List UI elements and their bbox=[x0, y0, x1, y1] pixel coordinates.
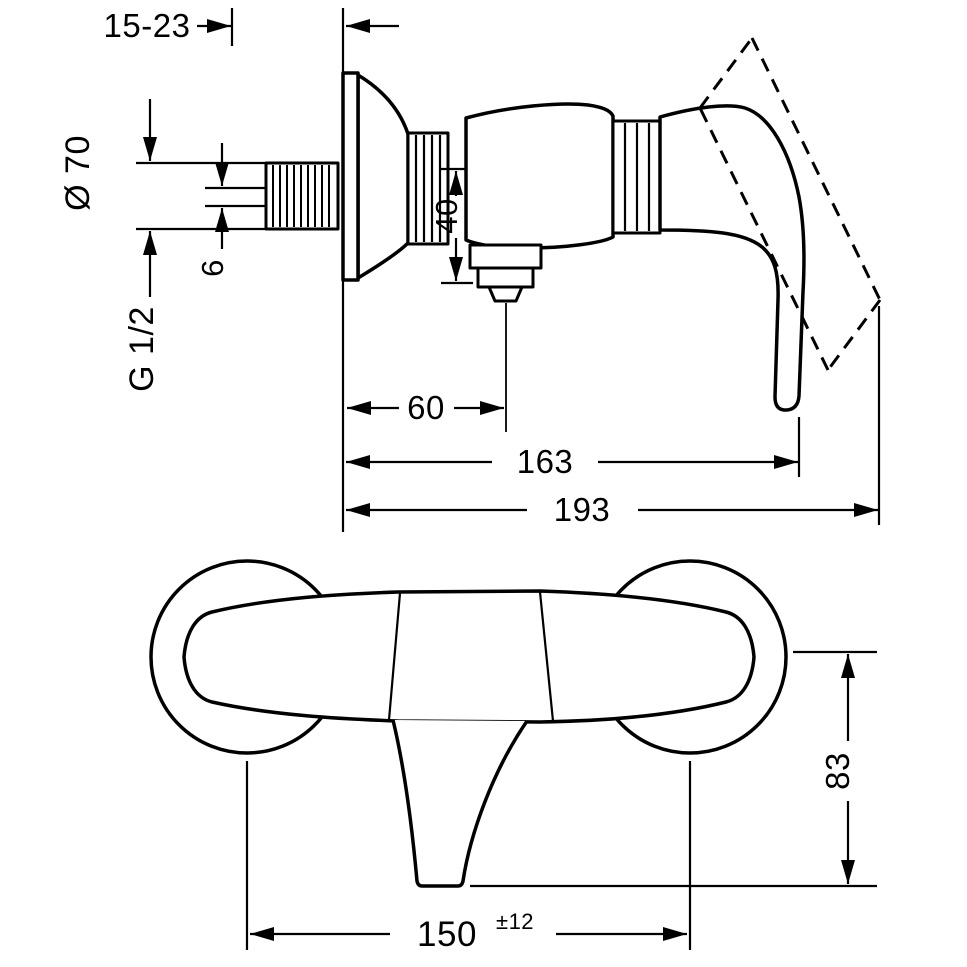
dim-outlet-depth-label: 60 bbox=[407, 389, 445, 426]
handle-collar bbox=[611, 119, 662, 235]
handle-collar-rings bbox=[623, 123, 651, 231]
dim-lever-drop-label: 83 bbox=[819, 752, 856, 790]
dim-wall-range-label: 15-23 bbox=[104, 7, 191, 44]
dim-centers-label: 150 bbox=[417, 915, 477, 954]
dim-diameter-label: Ø 70 bbox=[59, 135, 97, 211]
dim-lever-drop: 83 bbox=[470, 650, 877, 888]
dim-wall-range: 15-23 bbox=[104, 7, 399, 46]
dim-depth-total: 193 bbox=[346, 306, 881, 528]
mixer-body-front bbox=[182, 589, 756, 724]
dim-thread-depth-label: 6 bbox=[195, 259, 230, 277]
dim-depth-total-label: 193 bbox=[554, 491, 611, 528]
collar-ribs bbox=[414, 135, 442, 242]
dim-height: 40 bbox=[429, 167, 473, 285]
lever-handle-raised-dashed bbox=[698, 37, 882, 371]
escutcheon-side bbox=[341, 71, 410, 282]
dim-outlet-depth: 60 bbox=[347, 389, 504, 426]
dim-thread-depth: 6 bbox=[195, 143, 267, 277]
lever-handle-side bbox=[658, 104, 806, 412]
lever-handle-front bbox=[391, 719, 529, 888]
front-view: 83 150 ±12 bbox=[149, 559, 877, 954]
dim-depth-body-label: 163 bbox=[517, 443, 574, 480]
dim-depth-body: 163 bbox=[346, 417, 801, 480]
dashed-inner-edge bbox=[698, 107, 830, 371]
dashed-base-edge bbox=[698, 37, 754, 109]
outlet-step-1 bbox=[468, 243, 543, 270]
dashed-tip-edge bbox=[826, 299, 882, 371]
dim-diameter: Ø 70 bbox=[59, 99, 267, 297]
dashed-outer-edge bbox=[750, 37, 882, 301]
side-view: 15-23 Ø 70 G 1/2 6 bbox=[59, 7, 882, 532]
dim-height-label: 40 bbox=[429, 198, 464, 233]
body-center-block-edge-left bbox=[387, 592, 402, 721]
outlet-nose bbox=[487, 285, 524, 303]
body-center-block-edge-right bbox=[538, 591, 555, 722]
escutcheon-rim bbox=[341, 71, 360, 282]
outlet-step-2 bbox=[476, 266, 535, 289]
valve-body bbox=[464, 102, 615, 250]
thread-label: G 1/2 bbox=[123, 306, 161, 392]
thread-lines bbox=[272, 165, 330, 227]
ribbed-collar-body bbox=[406, 131, 450, 246]
dim-centers: 150 ±12 bbox=[245, 761, 692, 954]
dim-centers-tolerance-label: ±12 bbox=[496, 909, 534, 934]
outlet-fitting bbox=[468, 243, 543, 432]
threaded-nipple bbox=[264, 161, 340, 231]
ribbed-collar bbox=[406, 131, 450, 246]
escutcheon-bell bbox=[356, 73, 410, 280]
